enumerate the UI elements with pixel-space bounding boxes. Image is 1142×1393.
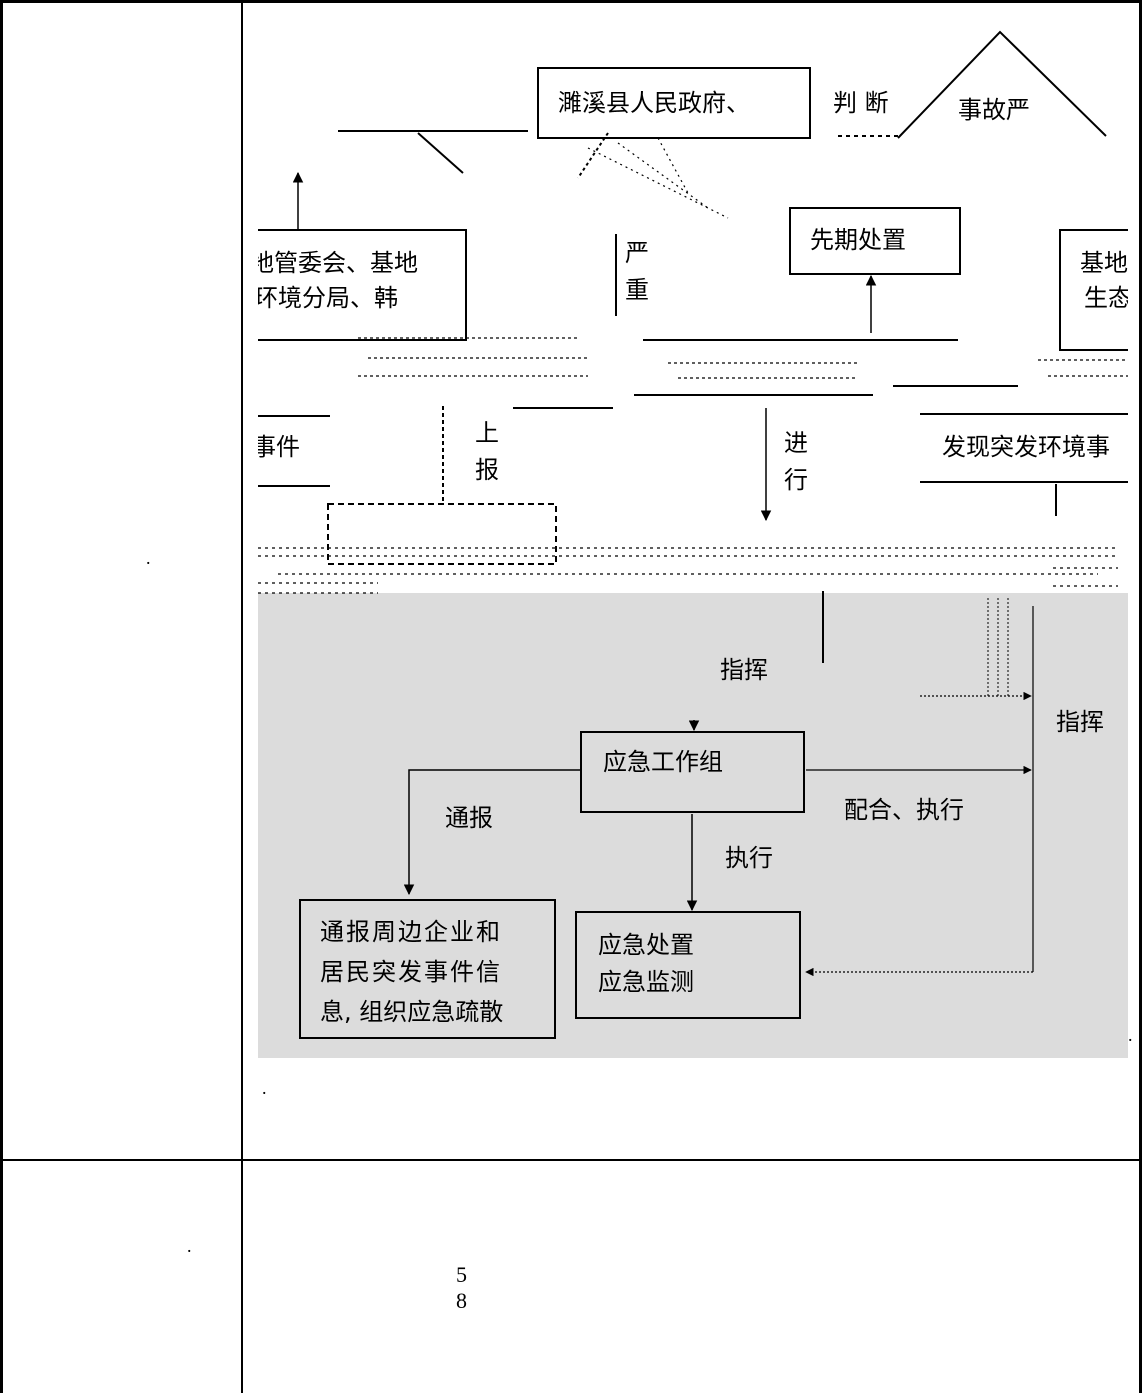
notify-box	[299, 899, 556, 1039]
top-box-text: 濉溪县人民政府、	[558, 89, 750, 117]
upper-noise	[587, 137, 729, 219]
command-label-1: 指挥	[720, 656, 768, 684]
row1-right-mark: .	[1128, 1025, 1133, 1045]
row1-below-diagram-mark: .	[262, 1078, 267, 1098]
working-group-box	[580, 731, 805, 813]
report-label-1: 上	[475, 419, 499, 447]
discover-label: 发现突发环境事	[942, 433, 1110, 461]
page-number-1: 5	[456, 1262, 467, 1287]
table-border-top	[0, 0, 1142, 3]
disposal-box	[575, 911, 801, 1019]
early-disposal-text: 先期处置	[810, 226, 906, 254]
page-number-2: 8	[456, 1288, 467, 1313]
notify-label: 通报	[445, 804, 493, 832]
notify-box-line1: 通报周边企业和	[320, 918, 502, 946]
left-box-line2: 环境分局、韩	[258, 284, 398, 312]
right-agency-box	[1059, 229, 1128, 351]
disposal-box-line1: 应急处置	[598, 931, 694, 959]
working-group-text: 应急工作组	[603, 748, 723, 776]
table-column-divider	[241, 0, 243, 1393]
notify-connector	[403, 769, 581, 896]
command-center-box	[327, 503, 557, 565]
report-label-2: 报	[475, 456, 499, 484]
severity-triangle	[897, 30, 1107, 139]
table-border-left	[0, 0, 3, 1393]
proceed-label-2: 行	[784, 466, 808, 494]
notify-box-line3: 息, 组织应急疏散	[320, 998, 503, 1026]
table-row-divider	[0, 1159, 1142, 1161]
disposal-box-line2: 应急监测	[598, 968, 694, 996]
proceed-label-1: 进	[784, 429, 808, 457]
left-agency-box	[258, 229, 467, 341]
upper-diagonal	[417, 132, 464, 174]
top-box	[537, 67, 811, 139]
severity-node-text: 事故严	[958, 96, 1030, 124]
execute-label: 执行	[725, 844, 773, 872]
left-box-line1: 地管委会、基地	[258, 249, 418, 277]
row2-number-column: 5 8	[456, 1262, 467, 1314]
table-border-right	[1139, 0, 1142, 1393]
severe-label-2: 重	[625, 276, 649, 304]
judge-label: 判 断	[833, 89, 889, 117]
row1-left-mark: .	[146, 548, 151, 568]
event-label: 事件	[258, 433, 300, 461]
emergency-flowchart: 濉溪县人民政府、 判 断 事故严 地管委会、基地 环境分局、韩 严 重 先期处置	[258, 8, 1128, 1058]
row2-left-mark: .	[187, 1236, 192, 1256]
upper-diagonal-2	[577, 132, 609, 179]
notify-box-line2: 居民突发事件信	[320, 958, 502, 986]
command-label-2: 指挥	[1056, 708, 1104, 736]
middle-band-noise	[358, 337, 1128, 379]
cooperate-label: 配合、执行	[844, 796, 964, 824]
severe-label-1: 严	[625, 239, 649, 267]
early-disposal-box	[789, 207, 961, 275]
right-box-line2: 生态	[1084, 284, 1128, 312]
command-center-noise	[258, 547, 1118, 594]
right-box-line1: 基地	[1080, 249, 1128, 277]
